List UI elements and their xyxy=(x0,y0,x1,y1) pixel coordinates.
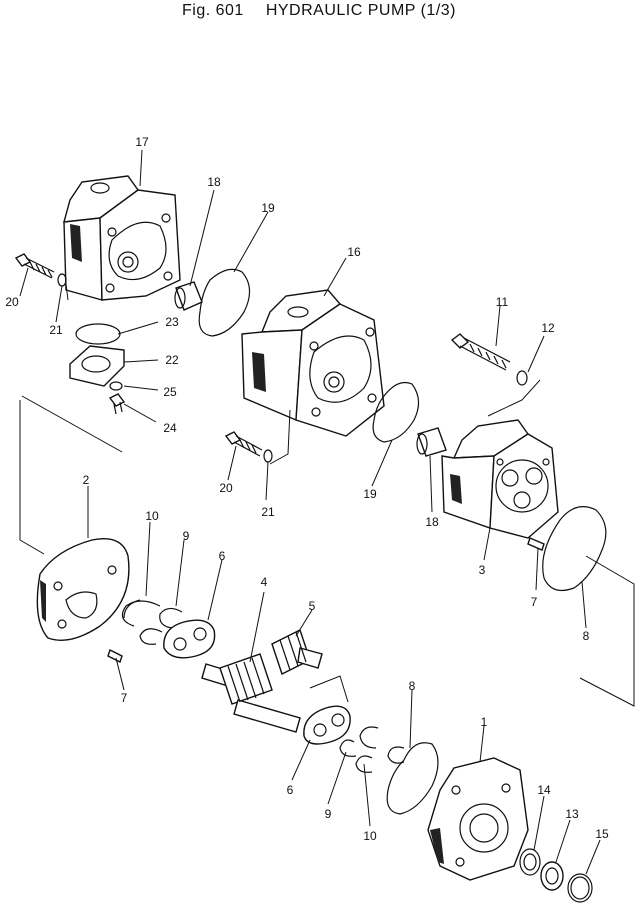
callout-14: 14 xyxy=(537,783,551,797)
callout-7-right: 7 xyxy=(531,595,538,609)
callout-3: 3 xyxy=(479,563,486,577)
part-23-o-ring xyxy=(75,323,121,345)
part-17-rear-housing xyxy=(63,175,181,301)
callout-15: 15 xyxy=(595,827,609,841)
part-19-gasket-lower xyxy=(372,381,420,443)
part-13-ring xyxy=(540,861,564,891)
callout-22: 22 xyxy=(165,353,179,367)
part-2-plate xyxy=(36,538,130,641)
callout-2: 2 xyxy=(83,473,90,487)
callout-19-lower: 19 xyxy=(363,487,377,501)
part-9-seal-lower xyxy=(339,739,357,757)
callout-10-upper: 10 xyxy=(145,509,159,523)
callout-21-lower: 21 xyxy=(261,505,275,519)
callout-8-lower: 8 xyxy=(409,679,416,693)
part-18-bearing-lower xyxy=(416,427,447,457)
part-19-gasket-upper xyxy=(198,268,251,337)
part-16-middle-housing xyxy=(241,289,385,437)
leader-lines xyxy=(19,149,601,875)
callout-6-lower: 6 xyxy=(287,783,294,797)
part-1-front-cover xyxy=(427,757,529,881)
part-20-bolt-upper xyxy=(14,253,55,279)
callout-4: 4 xyxy=(261,575,268,589)
part-6-bushing-upper xyxy=(163,619,216,659)
part-11-bolt xyxy=(450,333,511,371)
figure-name: HYDRAULIC PUMP (1/3) xyxy=(265,2,456,19)
part-10-seal-upper xyxy=(121,599,163,645)
part-9-seal-upper xyxy=(159,607,183,629)
callout-25: 25 xyxy=(163,385,177,399)
part-25-washer xyxy=(109,381,123,391)
part-8-gasket-upper xyxy=(542,506,607,591)
part-18-bearing-upper xyxy=(174,281,203,311)
part-21-washer-lower xyxy=(263,449,273,463)
part-22-flange xyxy=(69,345,125,387)
callout-9-upper: 9 xyxy=(183,529,190,543)
callout-9-lower: 9 xyxy=(325,807,332,821)
callout-18-lower: 18 xyxy=(425,515,439,529)
figure-number: Fig. 601 xyxy=(182,2,244,19)
callout-7-left: 7 xyxy=(121,691,128,705)
figure-title: Fig. 601 HYDRAULIC PUMP (1/3) xyxy=(0,2,638,20)
callout-16: 16 xyxy=(347,245,361,259)
callout-20-lower: 20 xyxy=(219,481,233,495)
part-7-pin-right xyxy=(527,537,545,551)
part-14-ring xyxy=(519,848,541,876)
part-12-washer xyxy=(516,370,528,386)
part-15-ring xyxy=(567,873,593,903)
callout-19-upper: 19 xyxy=(261,201,275,215)
part-5-driven-gear xyxy=(271,629,323,675)
assembly-lines xyxy=(19,283,635,707)
callout-1: 1 xyxy=(481,715,488,729)
callout-labels: 17 18 19 16 11 12 23 22 25 24 20 21 20 2… xyxy=(5,135,609,843)
callout-18-upper: 18 xyxy=(207,175,221,189)
part-6-bushing-lower xyxy=(303,705,351,745)
part-20-bolt-lower xyxy=(224,431,263,457)
callout-11: 11 xyxy=(496,295,509,309)
callout-21-upper: 21 xyxy=(49,323,63,337)
callout-12: 12 xyxy=(541,321,555,335)
callout-8-upper: 8 xyxy=(583,629,590,643)
part-7-pin-left xyxy=(107,649,123,663)
callout-5: 5 xyxy=(309,599,316,613)
callout-24: 24 xyxy=(163,421,177,435)
callout-17: 17 xyxy=(135,135,149,149)
callout-20-upper: 20 xyxy=(5,295,19,309)
part-21-washer-upper xyxy=(57,273,67,287)
part-3-housing xyxy=(441,419,559,539)
callout-6-upper: 6 xyxy=(219,549,226,563)
callout-13: 13 xyxy=(565,807,579,821)
part-4-drive-shaft xyxy=(201,653,301,733)
part-10-seal-lower xyxy=(355,726,405,773)
callout-23: 23 xyxy=(165,315,179,329)
callout-10-lower: 10 xyxy=(363,829,377,843)
part-24-bolt xyxy=(108,393,126,415)
part-8-gasket-lower xyxy=(386,742,439,815)
